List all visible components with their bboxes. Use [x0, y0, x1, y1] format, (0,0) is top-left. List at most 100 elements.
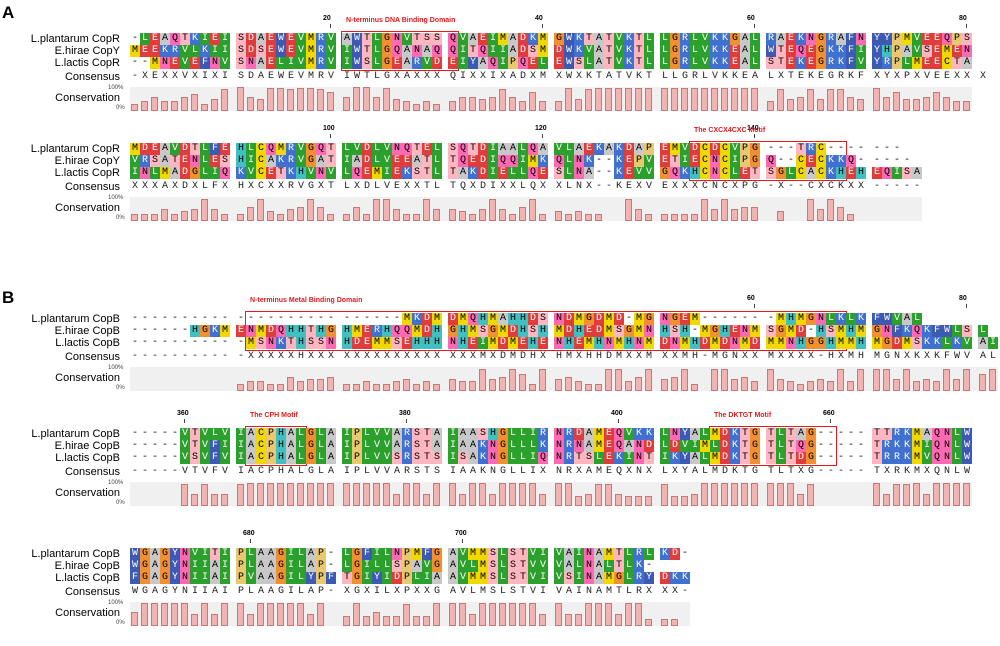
conservation-bar — [383, 384, 390, 391]
consensus-residue: - — [211, 351, 218, 362]
position-number: 80 — [959, 15, 967, 22]
conservation-bar — [383, 616, 390, 626]
residue: K — [902, 452, 912, 464]
residue: G — [276, 548, 286, 560]
consensus-residue: X — [373, 351, 380, 362]
residue: M — [912, 57, 922, 69]
residue: V — [624, 428, 634, 440]
conservation-bar — [555, 603, 562, 626]
consensus-residue: X — [141, 181, 148, 192]
conservation-bar — [661, 484, 668, 506]
residue: - — [595, 167, 602, 178]
residue: E — [922, 57, 932, 69]
consensus-residue: T — [615, 71, 622, 82]
conservation-bar — [413, 384, 420, 391]
conservation-bar — [731, 209, 738, 221]
residue: I — [660, 452, 670, 464]
residue: H — [412, 337, 422, 349]
conservation-bar — [267, 211, 274, 221]
residue: V — [644, 167, 654, 179]
residue: A — [422, 45, 432, 57]
residue: H — [488, 428, 498, 440]
residue: P — [236, 548, 246, 560]
residue: K — [614, 452, 624, 464]
consensus-residue: C — [827, 181, 834, 192]
residue: - — [237, 313, 244, 324]
consensus-residue: X — [691, 181, 698, 192]
residue: L — [432, 143, 442, 155]
conservation-track — [130, 482, 972, 506]
residue: F — [422, 548, 432, 560]
residue: D — [892, 337, 902, 349]
residue: A — [574, 143, 584, 155]
consensus-residue: I — [529, 466, 536, 477]
consensus-residue: T — [423, 181, 430, 192]
conservation-bar — [787, 99, 794, 111]
position-tick — [966, 24, 967, 28]
residue: Y — [372, 572, 382, 584]
residue: D — [528, 313, 538, 325]
conservation-bar — [161, 101, 168, 111]
residue: M — [488, 337, 498, 349]
conservation-bar — [565, 483, 572, 506]
conservation-bar — [645, 619, 652, 626]
residue: I — [220, 560, 230, 572]
consensus-residue: - — [327, 586, 334, 597]
conservation-bar — [681, 496, 688, 506]
residue: N — [190, 155, 200, 167]
residue: G — [776, 167, 786, 179]
residue: K — [528, 33, 538, 45]
conservation-bar — [449, 209, 456, 221]
residue: K — [826, 155, 836, 167]
consensus-residue: X — [575, 466, 582, 477]
conservation-bar — [857, 99, 864, 111]
residue: Q — [796, 45, 806, 57]
residue: M — [796, 313, 806, 325]
consensus-label: Consensus — [64, 586, 120, 598]
residue: V — [680, 143, 690, 155]
conservation-bar — [711, 88, 718, 111]
conservation-bar — [625, 88, 632, 111]
consensus-residue: - — [151, 466, 158, 477]
residue: G — [660, 167, 670, 179]
residue: G — [306, 155, 316, 167]
residue: C — [720, 155, 730, 167]
residue: I — [922, 440, 932, 452]
residue: Q — [508, 155, 518, 167]
consensus-residue: X — [469, 71, 476, 82]
conservation-bar — [681, 88, 688, 111]
residue: L — [518, 440, 528, 452]
consensus-residue: C — [257, 466, 264, 477]
conservation-bar — [585, 214, 592, 221]
residue: E — [220, 143, 230, 155]
residue: L — [660, 428, 670, 440]
residue: N — [816, 313, 826, 325]
residue: - — [847, 143, 854, 154]
conservation-bar — [615, 494, 622, 506]
residue: L — [296, 428, 306, 440]
residue: E — [730, 325, 740, 337]
residue: V — [634, 167, 644, 179]
conservation-bar — [161, 209, 168, 221]
residue: H — [276, 440, 286, 452]
conservation-bar — [817, 209, 824, 221]
residue: P — [892, 45, 902, 57]
residue: Q — [352, 167, 362, 179]
conservation-bar — [257, 199, 264, 221]
position-tick — [330, 24, 331, 28]
residue: L — [730, 167, 740, 179]
residue: P — [634, 155, 644, 167]
residue: C — [796, 155, 806, 167]
residue: L — [342, 548, 352, 560]
residue: A — [210, 572, 220, 584]
residue: G — [750, 155, 760, 167]
residue: K — [710, 33, 720, 45]
residue: D — [690, 143, 700, 155]
residue: H — [316, 325, 326, 337]
conservation-bar — [403, 214, 410, 221]
residue: T — [170, 155, 180, 167]
conservation-bar — [267, 603, 274, 626]
consensus-residue: - — [237, 351, 244, 362]
residue: I — [220, 572, 230, 584]
residue: A — [478, 57, 488, 69]
